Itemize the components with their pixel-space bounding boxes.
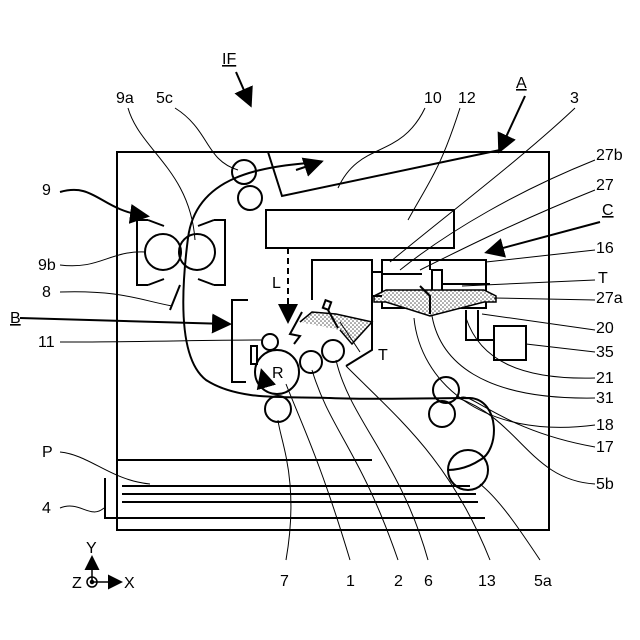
label-20: 20	[596, 320, 614, 337]
leader-17	[460, 397, 595, 447]
label-5b: 5b	[596, 476, 614, 493]
output-tray	[268, 150, 500, 196]
z-axis-dot	[91, 581, 94, 584]
heat-roller	[145, 234, 181, 270]
fixing-unit-right-corner-bottom	[198, 279, 214, 285]
label-27a: 27a	[596, 290, 623, 307]
label-9: 9	[42, 182, 51, 199]
toner-agitator	[323, 300, 331, 310]
label-A: A	[516, 75, 527, 92]
transfer-roller	[265, 396, 291, 422]
arrow-C	[488, 222, 600, 252]
paper-tray	[105, 478, 485, 518]
label-21: 21	[596, 370, 614, 387]
toner-chamber	[300, 312, 372, 344]
leader-20	[482, 314, 595, 330]
fixing-unit-right-corner-top	[198, 220, 214, 226]
label-13: 13	[478, 573, 496, 590]
label-C: C	[602, 202, 614, 219]
process-cartridge-guide	[232, 300, 248, 382]
label-IF: IF	[222, 51, 236, 68]
label-27b: 27b	[596, 147, 623, 164]
coordinate-axes	[87, 558, 120, 587]
toner-sensor-box	[494, 326, 526, 360]
label-16: 16	[596, 240, 614, 257]
label-4: 4	[42, 500, 51, 517]
leader-27a	[494, 298, 595, 300]
label-5a: 5a	[534, 573, 552, 590]
toner-cartridge-divider	[382, 260, 430, 274]
leader-31	[432, 316, 595, 398]
leader-35	[526, 344, 595, 352]
label-12: 12	[458, 90, 476, 107]
leader-1	[286, 384, 350, 560]
fixing-unit-left-corner-bottom	[148, 279, 164, 285]
axis-label-y: Y	[86, 540, 97, 557]
leader-5b	[458, 398, 595, 484]
label-9a: 9a	[116, 90, 134, 107]
label-35: 35	[596, 344, 614, 361]
arrow-B	[20, 318, 228, 324]
axis-label-x: X	[124, 575, 135, 592]
conveyance-pipe	[466, 310, 494, 340]
arrow-A	[500, 96, 525, 150]
fixing-unit-left-corner-top	[148, 220, 164, 226]
label-L: L	[272, 275, 281, 292]
arrow-9	[60, 190, 146, 216]
exposure-unit	[266, 210, 454, 248]
cleaning-blade	[251, 346, 257, 364]
leader-4	[60, 506, 104, 512]
label-17: 17	[596, 439, 614, 456]
leader-9b	[60, 252, 146, 266]
label-27: 27	[596, 177, 614, 194]
arrow-IF	[236, 72, 250, 104]
label-B: B	[10, 310, 21, 327]
axis-label-z: Z	[72, 575, 82, 592]
label-8: 8	[42, 284, 51, 301]
supply-roller	[322, 340, 344, 362]
drum-rotation-arrow	[262, 372, 266, 386]
label-11: 11	[38, 334, 55, 351]
label-7: 7	[280, 573, 289, 590]
leader-7	[278, 420, 291, 560]
fixing-unit-left-housing	[137, 220, 148, 285]
leader-18	[414, 318, 595, 427]
label-3: 3	[570, 90, 579, 107]
leader-16	[486, 250, 595, 262]
leader-5a	[480, 484, 540, 560]
registration-roller-lower	[429, 401, 455, 427]
label-18: 18	[596, 417, 614, 434]
label-2: 2	[394, 573, 403, 590]
label-P: P	[42, 444, 53, 461]
label-9b: 9b	[38, 257, 56, 274]
leader-3	[390, 108, 575, 262]
developing-blade	[290, 312, 302, 344]
charging-roller	[262, 334, 278, 350]
developing-roller	[300, 351, 322, 373]
label-6: 6	[424, 573, 433, 590]
label-1: 1	[346, 573, 355, 590]
label-T1: T	[598, 270, 608, 287]
label-31: 31	[596, 390, 614, 407]
leader-5c	[175, 108, 238, 170]
label-T2: T	[378, 347, 388, 364]
label-5c: 5c	[156, 90, 173, 107]
discharge-roller-lower	[238, 186, 262, 210]
label-R: R	[272, 365, 284, 382]
label-10: 10	[424, 90, 442, 107]
